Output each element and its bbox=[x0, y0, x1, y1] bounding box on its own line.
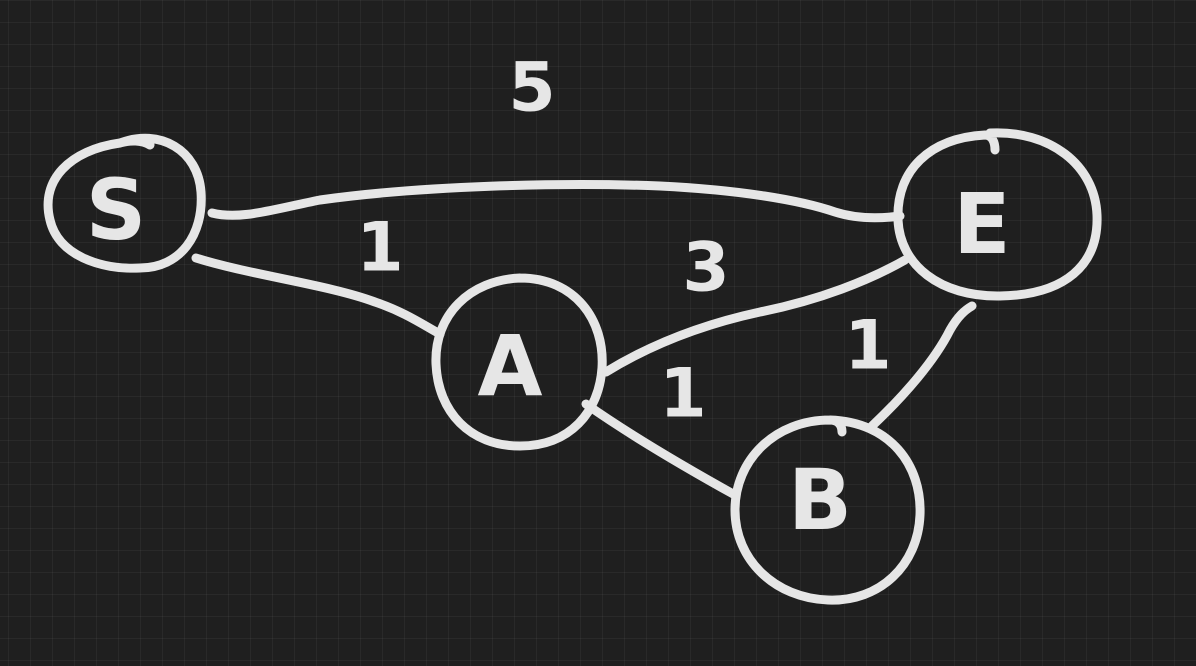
weight-s-a: 1 bbox=[356, 209, 403, 288]
edge-s-a bbox=[191, 253, 445, 339]
node-a-label: A bbox=[477, 317, 542, 415]
weight-a-e: 3 bbox=[682, 229, 729, 308]
weight-a-b: 1 bbox=[659, 355, 706, 434]
node-s: S bbox=[43, 133, 206, 273]
node-e-label: E bbox=[953, 175, 1010, 273]
node-e-circle bbox=[893, 128, 1102, 301]
node-s-circle bbox=[43, 133, 206, 273]
node-b-label: B bbox=[788, 451, 852, 549]
edge-a-b bbox=[581, 399, 740, 500]
edge-s-e bbox=[207, 180, 905, 223]
node-a: A bbox=[431, 273, 607, 451]
node-e: E bbox=[893, 128, 1102, 301]
weight-b-e: 1 bbox=[844, 307, 891, 386]
edge-b-e bbox=[867, 301, 977, 431]
weight-s-e: 5 bbox=[508, 49, 555, 128]
node-s-label: S bbox=[86, 161, 147, 259]
edge-a-e bbox=[601, 255, 910, 377]
node-b: B bbox=[730, 415, 925, 605]
node-b-circle bbox=[730, 415, 925, 605]
node-a-circle bbox=[431, 273, 607, 451]
